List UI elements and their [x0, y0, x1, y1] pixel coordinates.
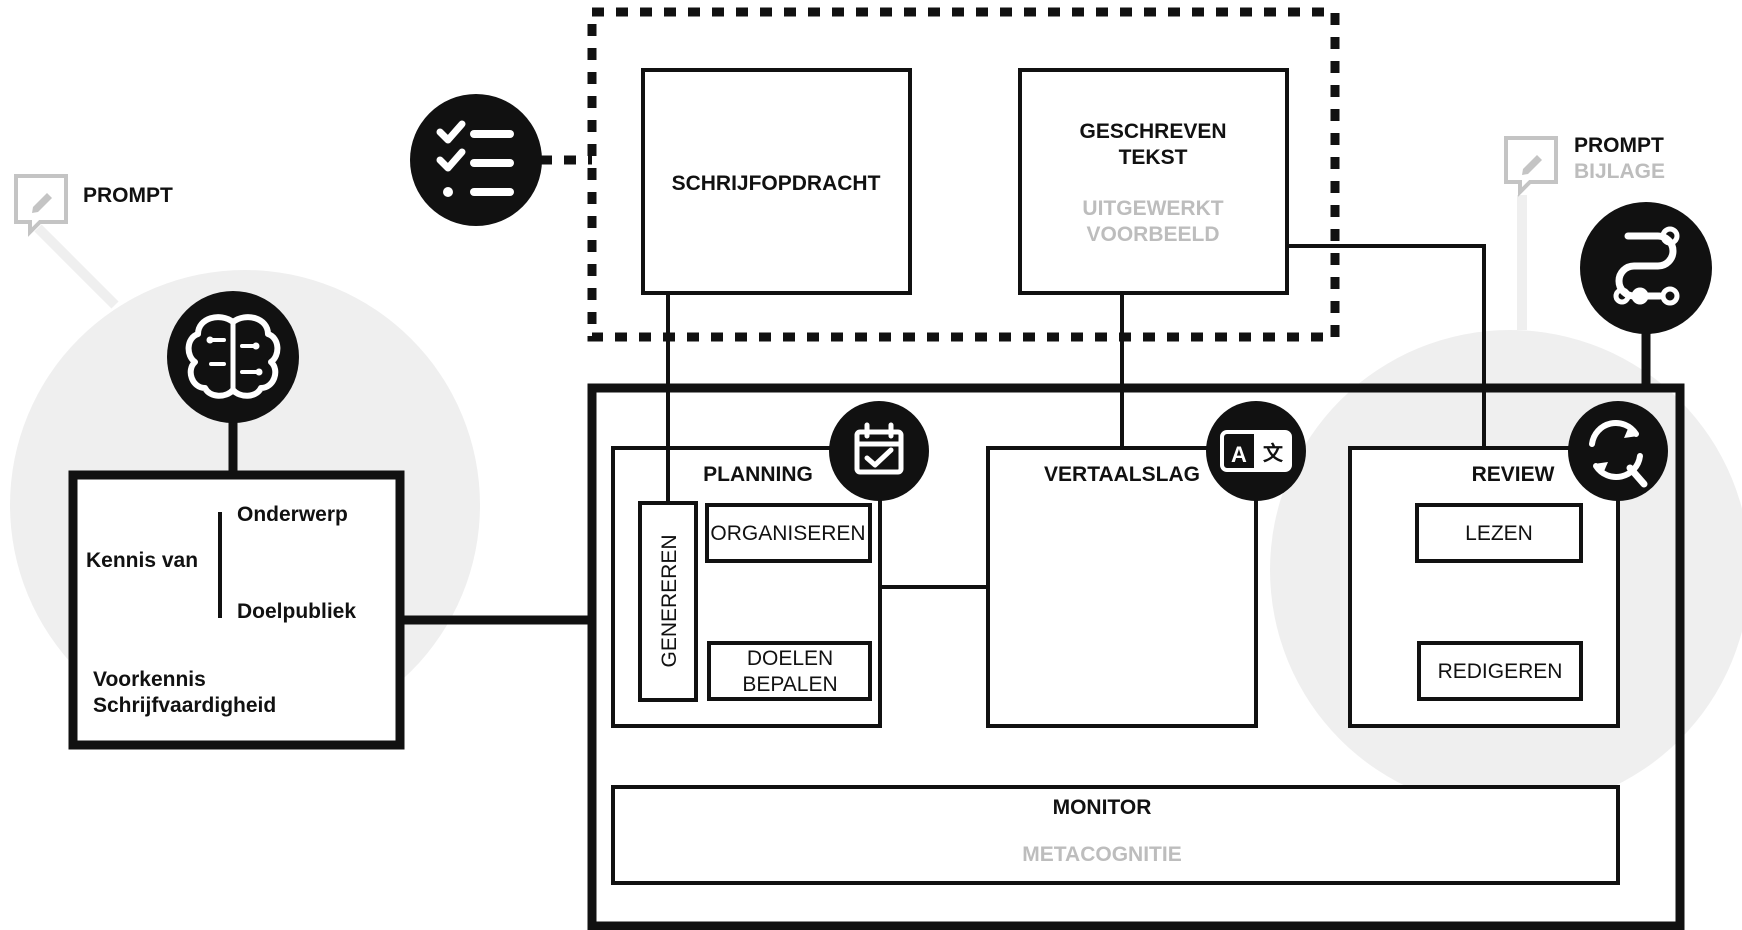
written-text-line1: GESCHREVEN — [1079, 120, 1226, 143]
memory-audience: Doelpubliek — [237, 600, 356, 623]
translate-icon: A 文 — [1206, 401, 1306, 501]
svg-text:文: 文 — [1263, 441, 1284, 465]
edit-icon — [14, 174, 68, 237]
worked-example-line2: VOORBEELD — [1086, 223, 1219, 246]
assignment-label: SCHRIJFOPDRACHT — [672, 172, 881, 195]
checklist-icon — [410, 94, 542, 226]
review-title: REVIEW — [1472, 463, 1555, 486]
written-review-connector — [1287, 244, 1486, 448]
translating-title: VERTAALSLAG — [1044, 463, 1200, 486]
edit-icon — [1504, 136, 1558, 197]
memory-topic: Onderwerp — [237, 503, 348, 526]
task-environment-frame — [587, 7, 1340, 342]
writing-process-frame — [587, 383, 1685, 930]
calendar-check-icon — [829, 401, 929, 501]
worked-example-line1: UITGEWERKT — [1082, 197, 1223, 220]
organize-label: ORGANISEREN — [710, 522, 865, 545]
monitor-sub: METACOGNITIE — [1022, 843, 1181, 866]
planning-title: PLANNING — [703, 463, 813, 486]
prompt-left-connector — [34, 224, 119, 309]
monitor-title: MONITOR — [1053, 796, 1152, 819]
assignment-box — [641, 68, 912, 295]
organize-box — [705, 503, 872, 563]
monitor-box — [611, 785, 1620, 885]
prompt-left: PROMPT — [14, 174, 173, 237]
generate-box — [638, 501, 698, 702]
prompt-right-label: PROMPT — [1574, 134, 1664, 157]
goals-line2: BEPALEN — [742, 673, 837, 696]
translating-box — [986, 446, 1258, 728]
memory-prior-line1: Voorkennis — [93, 668, 206, 691]
prompt-right-sublabel: BIJLAGE — [1574, 160, 1665, 183]
svg-text:A: A — [1231, 442, 1247, 467]
edit-label: REDIGEREN — [1438, 660, 1563, 683]
memory-knowledge-of: Kennis van — [86, 549, 198, 572]
memory-prior-line2: Schrijfvaardigheid — [93, 694, 276, 717]
prompt-left-label: PROMPT — [83, 184, 173, 207]
generate-label: GENEREREN — [658, 534, 681, 667]
search-refresh-icon — [1568, 401, 1668, 501]
prompt-right: PROMPT BIJLAGE — [1504, 134, 1665, 197]
edit-box — [1417, 641, 1583, 701]
goals-line1: DOELEN — [747, 647, 833, 670]
long-term-memory-box — [68, 470, 405, 750]
read-label: LEZEN — [1465, 522, 1533, 545]
written-text-line2: TEKST — [1119, 146, 1188, 169]
brain-icon — [167, 291, 299, 423]
goals-box — [707, 641, 872, 701]
route-icon — [1580, 202, 1712, 334]
written-text-box — [1018, 68, 1289, 295]
read-box — [1415, 503, 1583, 563]
